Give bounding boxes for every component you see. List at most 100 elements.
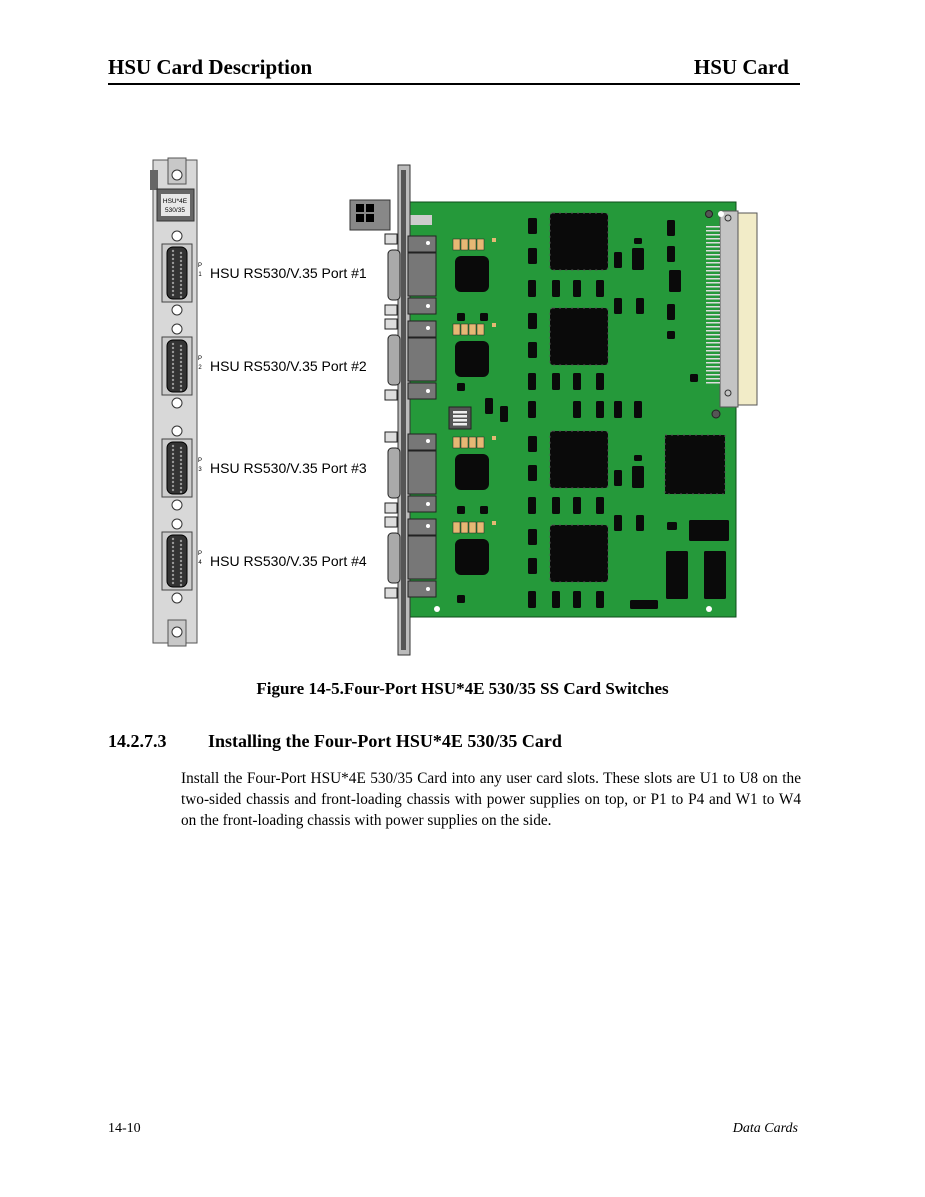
footer-chapter: Data Cards [732,1121,798,1136]
port-label-p1: HSU RS530/V.35 Port #1 [210,265,367,281]
top-screw-icon [171,169,183,181]
smd-component [528,529,537,545]
smd-component [669,270,681,292]
smd-component [528,465,537,481]
smd-component [667,331,675,339]
port-id-number: 4 [198,560,202,566]
controller-chip [549,430,609,489]
smd-component [689,520,729,541]
smd-component [528,218,537,234]
port-driver-chip [455,454,489,490]
smd-component [667,220,675,236]
faceplate-label-line1: HSU*4E [163,198,188,205]
jackscrew-icon [171,397,183,409]
smd-component [632,248,644,270]
port-id-letter: P [198,356,202,362]
smd-component [573,497,581,514]
controller-chip [549,212,609,271]
smd-component [614,515,622,531]
smd-component [614,401,622,418]
port-id-number: 3 [198,467,202,473]
smd-component [596,497,604,514]
controller-chip [549,524,609,583]
resistor [476,521,485,534]
resistor [468,323,477,336]
resistor [452,323,461,336]
bottom-screw-icon [171,626,183,638]
smd-component [528,342,537,358]
smd-component [552,497,560,514]
smd-component [552,591,560,608]
smd-component [667,304,675,320]
resistor [452,238,461,251]
board-port-p1 [384,233,496,316]
smd-component [457,506,465,514]
smd-component [636,298,644,314]
smd-component [614,470,622,486]
jackscrew-icon [171,304,183,316]
port-label-p2: HSU RS530/V.35 Port #2 [210,358,367,374]
port-driver-chip [455,256,489,292]
smd-component [667,246,675,262]
smd-component [614,298,622,314]
smd-component [480,506,488,514]
body-paragraph: Install the Four-Port HSU*4E 530/35 Card… [181,770,801,829]
mounting-screw-icon [711,409,721,419]
smd-component [596,591,604,608]
smd-component [634,455,642,461]
faceplate-label-line2: 530/35 [165,207,185,214]
port-label-p4: HSU RS530/V.35 Port #4 [210,553,367,569]
resistor [468,436,477,449]
board-port-p4 [384,516,496,599]
resistor [452,436,461,449]
section-heading: 14.2.7.3 Installing the Four-Port HSU*4E … [108,731,562,752]
port-connector-p4: P4 [161,518,202,604]
smd-component [528,436,537,452]
smd-component [528,401,536,418]
smd-component [596,280,604,297]
controller-chip [549,307,609,366]
resistor [476,238,485,251]
port-connector-p1: P1 [161,230,202,316]
smd-component [596,373,604,390]
smd-component [634,238,642,244]
processor-chip [664,434,726,495]
jackscrew-icon [171,323,183,335]
smd-component [552,280,560,297]
smd-component [528,280,536,297]
port-id-letter: P [198,458,202,464]
port-connector-p2: P2 [161,323,202,409]
smd-component [480,313,488,321]
page-number: 14-10 [108,1121,141,1136]
resistor [460,238,469,251]
smd-component [573,401,581,418]
smd-component [457,313,465,321]
figure-caption: Figure 14-5.Four-Port HSU*4E 530/35 SS C… [256,679,669,698]
smd-component [636,515,644,531]
port-id-letter: P [198,263,202,269]
header-rule [108,83,800,85]
resistor [476,436,485,449]
smd-component [485,398,493,414]
smd-component [632,466,644,488]
jackscrew-icon [171,518,183,530]
jackscrew-icon [171,499,183,511]
section-title: Installing the Four-Port HSU*4E 530/35 C… [208,731,562,751]
resistor [460,521,469,534]
smd-component [528,591,536,608]
resistor [468,521,477,534]
smd-component [457,383,465,391]
resistor [460,436,469,449]
board-port-p2 [384,318,496,401]
smd-component [528,313,537,329]
smd-component [528,373,536,390]
section-number: 14.2.7.3 [108,731,167,751]
port-label-p3: HSU RS530/V.35 Port #3 [210,460,367,476]
smd-component [528,497,536,514]
smd-component [630,600,658,609]
board-port-p3 [384,431,496,514]
smd-component [573,373,581,390]
smd-component [614,252,622,268]
smd-component [596,401,604,418]
